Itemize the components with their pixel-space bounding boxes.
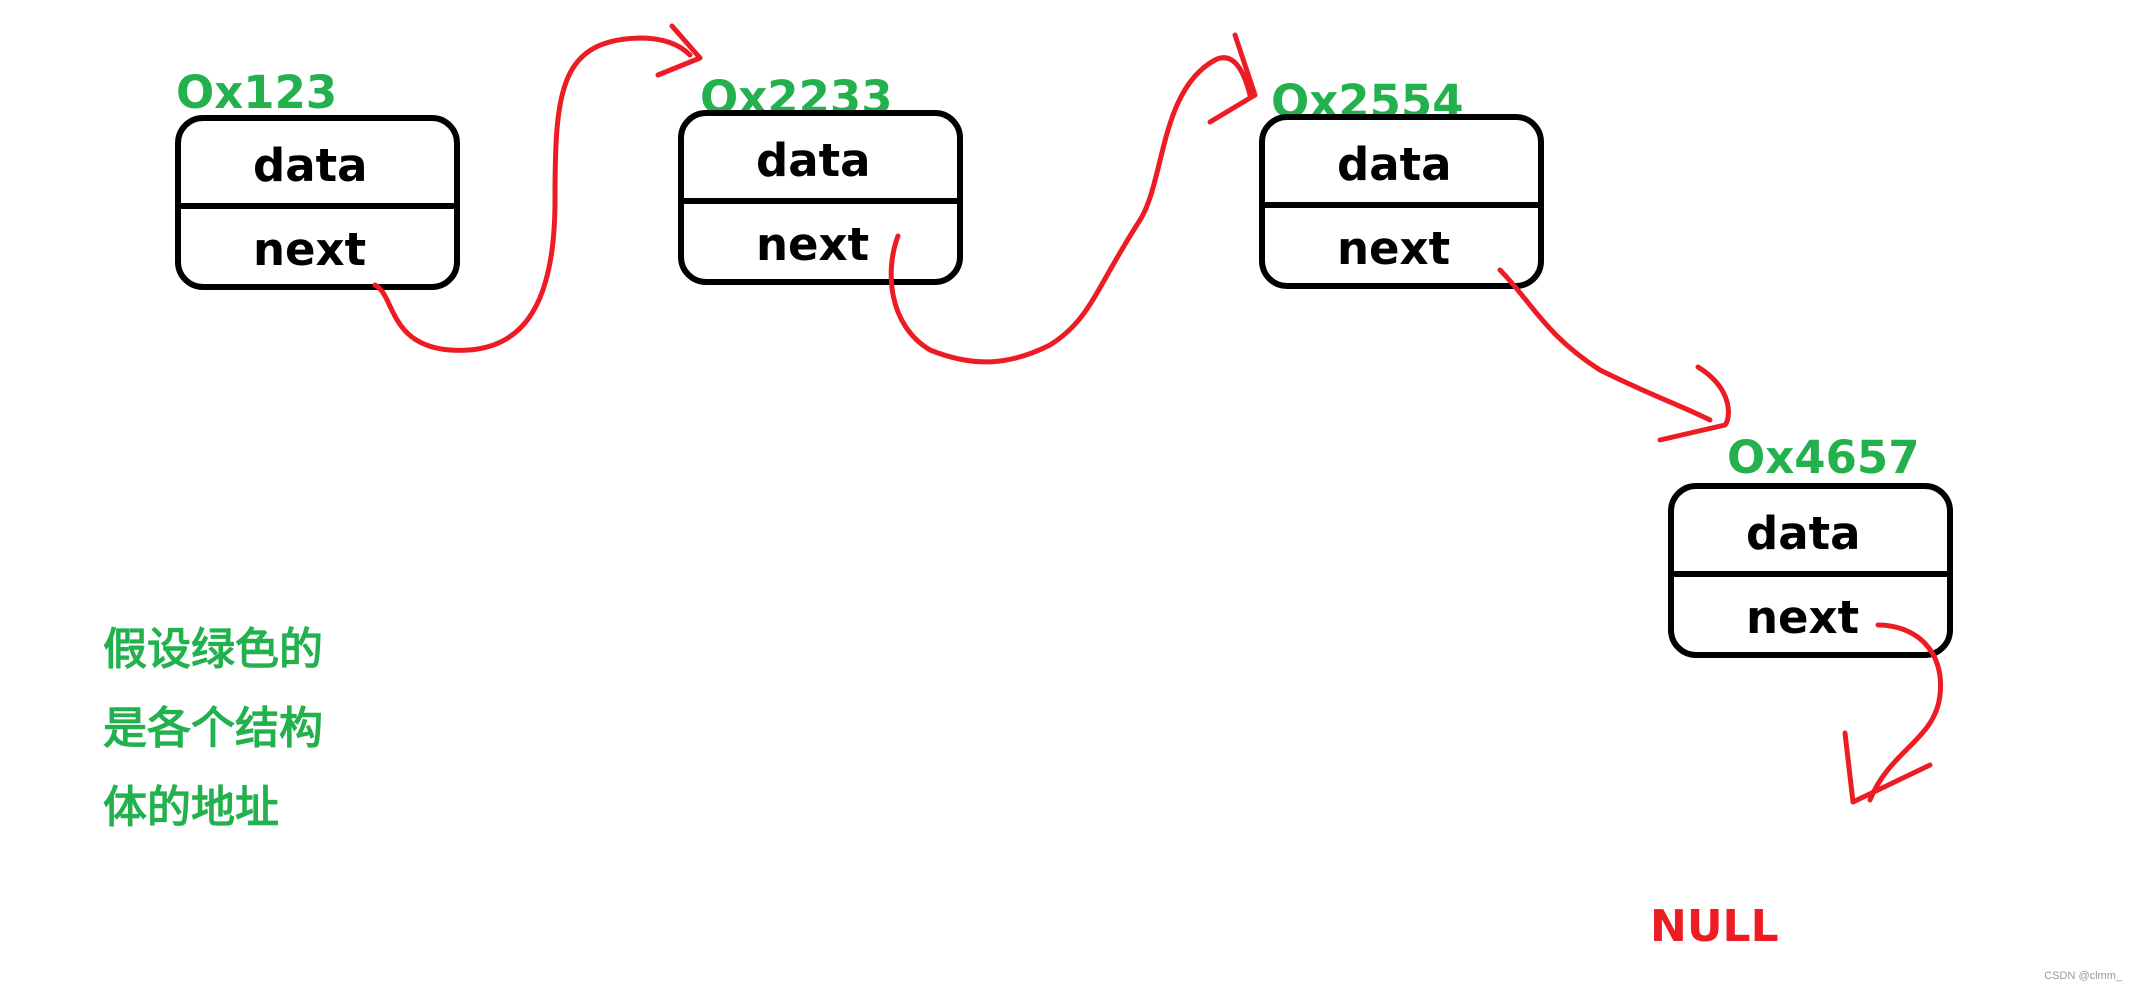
node-3-data-field: data <box>1337 138 1452 191</box>
node-2-next-field: next <box>756 218 870 271</box>
note-line-2: 是各个结构 <box>103 703 323 754</box>
arrow-head-1 <box>655 23 703 78</box>
node-2-divider <box>678 198 963 204</box>
node-1-divider <box>175 203 460 209</box>
node-3-next-field: next <box>1337 222 1451 275</box>
node-3: data next <box>1259 114 1544 289</box>
node-4-address: Ox4657 <box>1727 431 1920 484</box>
node-2: data next <box>678 110 963 285</box>
arrow-node3-to-node4 <box>1497 267 1713 423</box>
arrow-head-2 <box>1207 32 1258 125</box>
arrow-node4-to-null <box>1867 622 1944 803</box>
note-line-1: 假设绿色的 <box>103 624 323 675</box>
note-text: 假设绿色的 是各个结构 体的地址 <box>103 610 323 847</box>
node-1-next-field: next <box>253 223 367 276</box>
arrow-head-3 <box>1657 364 1731 443</box>
node-4-data-field: data <box>1746 507 1861 560</box>
node-1-data-field: data <box>253 139 368 192</box>
arrow-head-4 <box>1842 730 1933 805</box>
arrow-node1-to-node2 <box>372 35 693 353</box>
node-1-address: Ox123 <box>176 66 338 119</box>
arrow-node2-to-node3 <box>888 55 1253 365</box>
note-line-3: 体的地址 <box>103 782 279 833</box>
node-4-next-field: next <box>1746 591 1860 644</box>
node-2-data-field: data <box>756 134 871 187</box>
node-3-divider <box>1259 202 1544 208</box>
null-label: NULL <box>1650 901 1779 952</box>
node-4-divider <box>1668 571 1953 577</box>
watermark: CSDN @clmm_ <box>2044 970 2122 982</box>
node-1: data next <box>175 115 460 290</box>
